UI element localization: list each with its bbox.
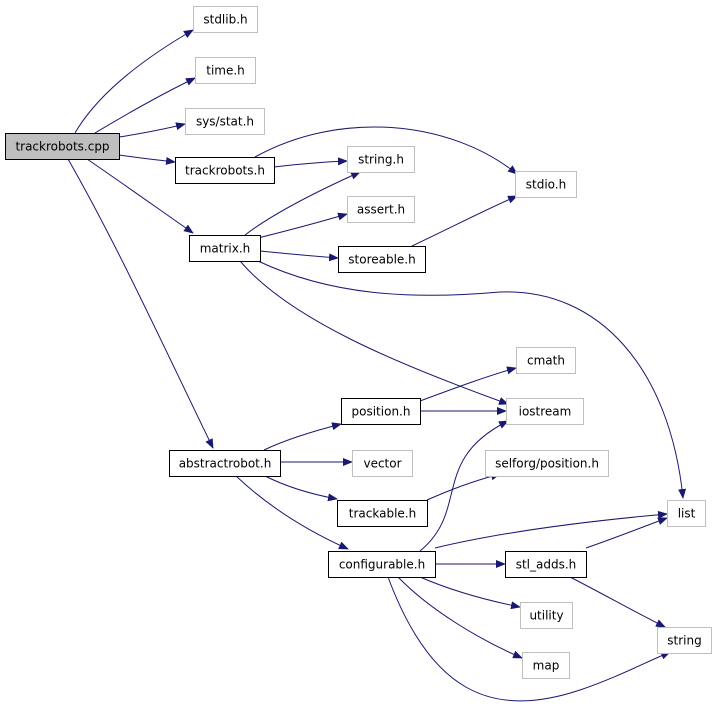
edge-trackable_h-to-selforg_position_h (426, 472, 501, 501)
nodes-layer: trackrobots.cpp stdlib.h time.h sys/stat.h t… (5, 6, 712, 679)
node-box (347, 196, 415, 223)
node-box (175, 157, 275, 184)
node-iostream: iostream (506, 398, 584, 425)
node-box (169, 450, 281, 477)
node-time-h: time.h (195, 57, 256, 84)
node-label: abstractrobot.h (179, 457, 272, 471)
node-label: string.h (358, 153, 404, 167)
node-stdlib-h: stdlib.h (193, 6, 258, 33)
node-string-h: string.h (347, 146, 415, 173)
edge-matrix_h-to-storeable_h (259, 250, 339, 262)
node-box (657, 627, 712, 654)
edges-layer (67, 29, 687, 702)
node-assert-h: assert.h (347, 196, 415, 223)
node-label: map (533, 659, 560, 673)
node-box (328, 551, 436, 578)
edge-stl_adds_h-to-string (569, 576, 666, 628)
node-label: utility (529, 609, 563, 623)
node-box (341, 398, 421, 425)
node-box (185, 108, 265, 135)
edge-matrix_h-to-string_h (244, 171, 361, 236)
node-box (195, 57, 256, 84)
node-stdio-h: stdio.h (515, 171, 577, 198)
node-box (5, 133, 120, 160)
node-label: trackrobots.h (185, 164, 265, 178)
node-matrix-h[interactable]: matrix.h (189, 235, 261, 262)
node-box (522, 652, 570, 679)
node-box (515, 171, 577, 198)
node-box (505, 551, 587, 578)
node-label: configurable.h (339, 558, 425, 572)
node-stl-adds-h[interactable]: stl_adds.h (505, 551, 587, 578)
node-utility: utility (520, 602, 573, 629)
node-label: sys/stat.h (196, 115, 254, 129)
edge-configurable_h-to-string (387, 576, 671, 702)
node-abstractrobot-h[interactable]: abstractrobot.h (169, 450, 281, 477)
edge-matrix_h-to-list (257, 260, 687, 499)
node-label: cmath (527, 354, 565, 368)
edge-position_h-to-cmath (419, 366, 517, 402)
node-label: trackrobots.cpp (15, 140, 109, 154)
node-trackable-h[interactable]: trackable.h (337, 500, 428, 527)
edge-configurable_h-to-iostream (419, 420, 509, 552)
edge-storeable_h-to-stdio_h (411, 195, 518, 247)
node-vector: vector (352, 450, 413, 477)
edge-trackrobots_h-to-string_h (273, 157, 348, 168)
node-list: list (667, 500, 706, 527)
node-box (338, 246, 426, 273)
edge-trackrobots_cpp-to-abstractrobot_h (67, 158, 214, 449)
node-map: map (522, 652, 570, 679)
edge-trackrobots_cpp-to-time_h (94, 77, 196, 134)
node-trackrobots-cpp[interactable]: trackrobots.cpp (5, 133, 120, 160)
node-sys-stat-h: sys/stat.h (185, 108, 265, 135)
node-label: position.h (352, 405, 411, 419)
edge-configurable_h-to-map (397, 576, 523, 659)
node-box (516, 347, 576, 374)
edge-trackrobots_h-to-stdio_h (254, 126, 518, 175)
node-label: list (678, 507, 696, 521)
edge-abstractrobot_h-to-trackable_h (264, 475, 338, 502)
node-box (337, 500, 428, 527)
node-label: assert.h (357, 203, 405, 217)
edge-trackrobots_cpp-to-trackrobots_h (118, 154, 176, 165)
node-position-h[interactable]: position.h (341, 398, 421, 425)
node-label: matrix.h (200, 242, 251, 256)
node-box (485, 450, 609, 477)
node-box (506, 398, 584, 425)
edge-matrix_h-to-iostream (239, 260, 509, 405)
edge-trackrobots_cpp-to-matrix_h (86, 158, 194, 234)
edge-trackrobots_cpp-to-sys_stat_h (118, 122, 186, 138)
node-label: string (667, 634, 701, 648)
node-box (520, 602, 573, 629)
node-storeable-h[interactable]: storeable.h (338, 246, 426, 273)
node-cmath: cmath (516, 347, 576, 374)
node-selforg-position-h: selforg/position.h (485, 450, 609, 477)
node-label: stl_adds.h (516, 558, 577, 572)
edge-configurable_h-to-utility (419, 576, 521, 610)
node-label: time.h (206, 64, 245, 78)
node-label: stdlib.h (203, 13, 247, 27)
node-box (347, 146, 415, 173)
node-trackrobots-h[interactable]: trackrobots.h (175, 157, 275, 184)
edge-trackrobots_cpp-to-stdlib_h (74, 29, 194, 134)
node-label: vector (363, 457, 401, 471)
node-label: trackable.h (349, 507, 416, 521)
node-label: stdio.h (526, 178, 566, 192)
node-box (193, 6, 258, 33)
edge-configurable_h-to-list (434, 510, 668, 549)
edge-stl_adds_h-to-list (585, 517, 668, 549)
node-configurable-h[interactable]: configurable.h (328, 551, 436, 578)
edge-abstractrobot_h-to-configurable_h (235, 475, 349, 550)
node-box (667, 500, 706, 527)
node-box (352, 450, 413, 477)
node-string: string (657, 627, 712, 654)
edge-abstractrobot_h-to-position_h (263, 422, 342, 451)
node-label: selforg/position.h (495, 457, 599, 471)
node-box (189, 235, 261, 262)
node-label: iostream (519, 405, 572, 419)
node-label: storeable.h (348, 253, 415, 267)
edge-matrix_h-to-assert_h (257, 212, 348, 239)
